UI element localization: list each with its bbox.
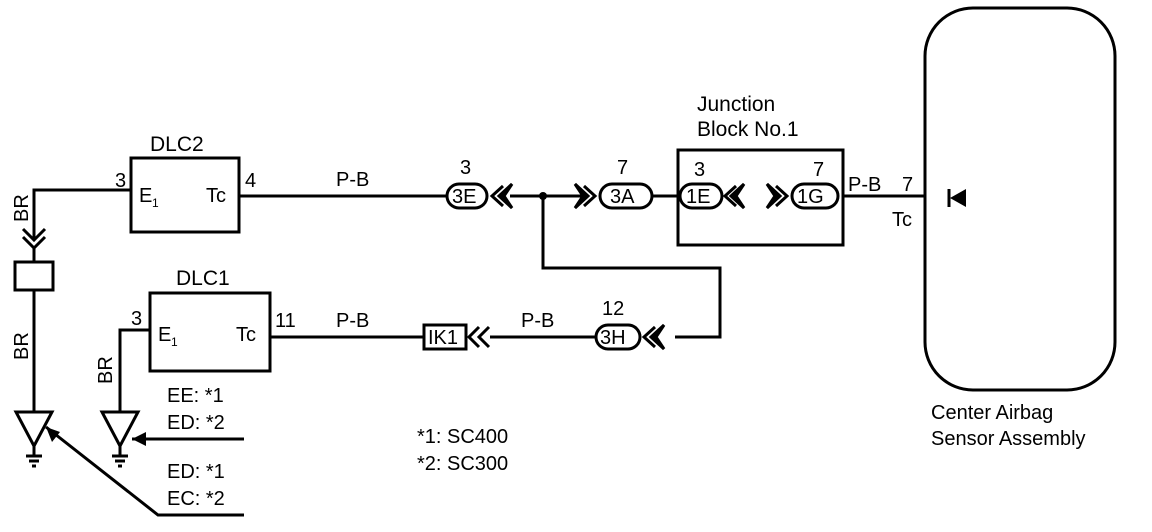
connector-ik1-label: IK1 [428, 327, 458, 349]
connector-1g-oval [790, 182, 840, 210]
ground-label-ed-left: ED: *1 [167, 461, 225, 483]
dlc1-label-e: E [158, 324, 171, 346]
airbag-pin: 7 [902, 174, 913, 196]
wire-label-pb-bottom-left: P-B [336, 310, 369, 332]
airbag-sensor-box [923, 6, 1117, 392]
ground-label-ec: EC: *2 [167, 488, 225, 510]
dlc2-pin-right: 4 [245, 170, 256, 192]
connector-3e-pin: 3 [460, 157, 471, 179]
connector-3h-pin: 12 [602, 298, 624, 320]
connector-1e-oval [678, 182, 724, 210]
connector-3h: 12 3H [594, 298, 666, 351]
chevron-right-icon [573, 182, 591, 210]
wire-label-br-dlc1: BR [95, 356, 117, 384]
ground-right [99, 410, 141, 468]
wire-ground-pointer-left [45, 425, 244, 517]
chevron-right-icon [765, 182, 783, 210]
wire-branch-3h [541, 196, 722, 339]
dlc2-title: DLC2 [150, 133, 204, 156]
dlc1-box [148, 291, 272, 373]
connector-1e-label: 1E [686, 186, 710, 208]
ground-label-ee: EE: *1 [167, 385, 224, 407]
wire-label-br-mid: BR [11, 332, 33, 360]
airbag-label-line1: Center Airbag [931, 402, 1053, 424]
br-connector-box [13, 260, 55, 292]
junction-block-pin-right: 7 [813, 159, 824, 181]
connector-3a-pin: 7 [617, 157, 628, 179]
dlc1-pin-left: 3 [131, 308, 142, 330]
junction-block-title-line2: Block No.1 [697, 118, 799, 141]
junction-block-title-line1: Junction [697, 93, 775, 116]
ground-left-triangle [13, 410, 55, 450]
airbag-pin-label: Tc [892, 209, 912, 231]
dlc1-title: DLC1 [176, 267, 230, 290]
wire-label-pb-jb: P-B [848, 174, 881, 196]
junction-dot [539, 192, 547, 200]
chevron-left-icon [466, 325, 481, 349]
connector-1g-label: 1G [797, 186, 824, 208]
arrowhead-icon [132, 432, 146, 446]
connector-3h-oval [594, 323, 642, 351]
dlc1-pin-right: 11 [275, 310, 296, 332]
airbag-label-line2: Sensor Assembly [931, 428, 1086, 450]
dlc2-box [129, 156, 241, 234]
chevron-left-icon [641, 325, 657, 349]
dlc2: DLC2 3 4 E 1 Tc [115, 133, 256, 234]
connector-3a: 7 3A [573, 157, 654, 210]
dlc2-label-e: E [139, 185, 152, 207]
wire-label-pb-bottom-right: P-B [521, 310, 554, 332]
dlc2-label-tc: Tc [206, 185, 226, 207]
chevron-left-icon [496, 182, 514, 210]
connector-3a-oval [598, 182, 654, 210]
junction-block-pin-left: 3 [694, 159, 705, 181]
chevron-left-icon [489, 184, 505, 208]
note-sc300: *2: SC300 [417, 453, 508, 475]
connector-3e-oval [445, 182, 489, 210]
chevron-left-icon [728, 182, 746, 210]
note-sc400: *1: SC400 [417, 426, 508, 448]
chevron-right-icon [774, 184, 790, 208]
connector-3e-label: 3E [452, 186, 476, 208]
chevron-left-icon [722, 184, 738, 208]
arrow-left-icon [950, 189, 966, 207]
dlc1: DLC1 3 11 E 1 Tc [131, 267, 296, 373]
junction-block: Junction Block No.1 3 7 1E 1G [676, 93, 845, 247]
ground-left [13, 410, 55, 468]
dlc1-label-tc: Tc [236, 324, 256, 346]
connector-3h-label: 3H [600, 327, 626, 349]
chevron-right-icon [582, 184, 598, 208]
wire-label-pb-top: P-B [336, 169, 369, 191]
chevron-down-icon [21, 227, 47, 243]
br-connector-left [13, 227, 55, 292]
connector-3a-label: 3A [610, 186, 635, 208]
wire-label-br-top: BR [11, 194, 33, 222]
arrowhead-icon [46, 427, 60, 442]
ground-right-triangle [99, 410, 141, 450]
dlc1-label-e-sub: 1 [171, 335, 178, 349]
connector-3e: 3 3E [445, 157, 514, 210]
ground-label-ed: ED: *2 [167, 412, 225, 434]
dlc2-label-e-sub: 1 [152, 196, 159, 210]
wire-dlc1-e1 [118, 328, 150, 412]
connector-ik1: IK1 [422, 323, 491, 351]
connector-ik1-box [422, 323, 468, 351]
center-airbag-sensor: 7 Tc Center Airbag Sensor Assembly [892, 6, 1117, 450]
chevron-left-icon [648, 323, 666, 351]
wire-dlc2-e1 [32, 188, 131, 238]
dlc2-pin-left: 3 [115, 170, 126, 192]
chevron-left-icon [476, 325, 491, 349]
